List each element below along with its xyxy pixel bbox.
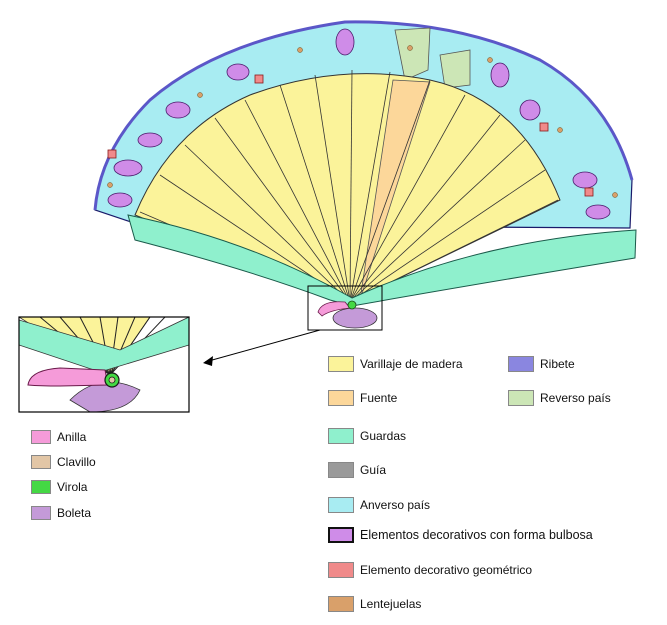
zoom-arrow — [204, 329, 321, 363]
legend-label-guia: Guía — [360, 463, 387, 477]
legend-item-reverso: Reverso país — [508, 390, 611, 406]
ribete — [93, 20, 634, 211]
legend-label-guardas: Guardas — [360, 429, 407, 443]
boleta-swatch — [31, 506, 51, 520]
fuente — [359, 79, 431, 301]
legend-label-ribete: Ribete — [540, 357, 575, 371]
legend-item-boleta: Boleta — [31, 506, 91, 520]
virola — [347, 300, 357, 310]
clavillo-swatch — [31, 455, 51, 469]
varillaje-swatch — [328, 356, 354, 372]
legend-item-fuente: Fuente — [328, 390, 397, 406]
zoom-inset — [18, 316, 190, 413]
anilla-swatch — [31, 430, 51, 444]
virola-swatch — [31, 480, 51, 494]
legend-label-fuente: Fuente — [360, 391, 398, 405]
legend-item-guardas: Guardas — [328, 428, 406, 444]
legend-item-virola: Virola — [31, 480, 87, 494]
legend-label-reverso: Reverso país — [540, 391, 611, 405]
legend-item-geometrico: Elemento decorativo geométrico — [328, 562, 532, 578]
reverso-pais-patch — [439, 49, 471, 89]
legend-item-lentejuelas: Lentejuelas — [328, 596, 421, 612]
legend-label-virola: Virola — [57, 480, 88, 494]
legend-label-anilla: Anilla — [57, 430, 87, 444]
legend-item-varillaje: Varillaje de madera — [328, 356, 463, 372]
legend-item-clavillo: Clavillo — [31, 455, 96, 469]
anverso-swatch — [328, 497, 354, 513]
legend-item-anverso: Anverso país — [328, 497, 430, 513]
sequins — [107, 45, 618, 198]
boleta — [332, 307, 378, 329]
zoom-arrowhead — [203, 356, 213, 366]
fuente-swatch — [328, 390, 354, 406]
varillaje-de-madera — [134, 73, 561, 303]
legend-item-guia: Guía — [328, 462, 386, 478]
legend-label-clavillo: Clavillo — [57, 455, 96, 469]
legend-item-bulbosa: Elementos decorativos con forma bulbosa — [328, 527, 593, 543]
legend-label-bulbosa: Elementos decorativos con forma bulbosa — [360, 528, 593, 542]
legend-item-anilla: Anilla — [31, 430, 86, 444]
geometric-decorations — [107, 74, 594, 197]
bulbous-decorations — [107, 28, 611, 220]
legend-label-varillaje: Varillaje de madera — [360, 357, 463, 371]
lentejuelas-swatch — [328, 596, 354, 612]
legend-label-geometrico: Elemento decorativo geométrico — [360, 563, 533, 577]
legend-label-lentejuelas: Lentejuelas — [360, 597, 422, 611]
geometrico-swatch — [328, 562, 354, 578]
legend-item-ribete: Ribete — [508, 356, 575, 372]
pivot-highlight-box — [307, 285, 383, 331]
reverso-pais-patch — [394, 27, 431, 81]
reverso-swatch — [508, 390, 534, 406]
bulbosa-swatch — [328, 527, 354, 543]
legend-label-anverso: Anverso país — [360, 498, 431, 512]
legend-label-boleta: Boleta — [57, 506, 92, 520]
ribete-swatch — [508, 356, 534, 372]
guardas-swatch — [328, 428, 354, 444]
guia-swatch — [328, 462, 354, 478]
